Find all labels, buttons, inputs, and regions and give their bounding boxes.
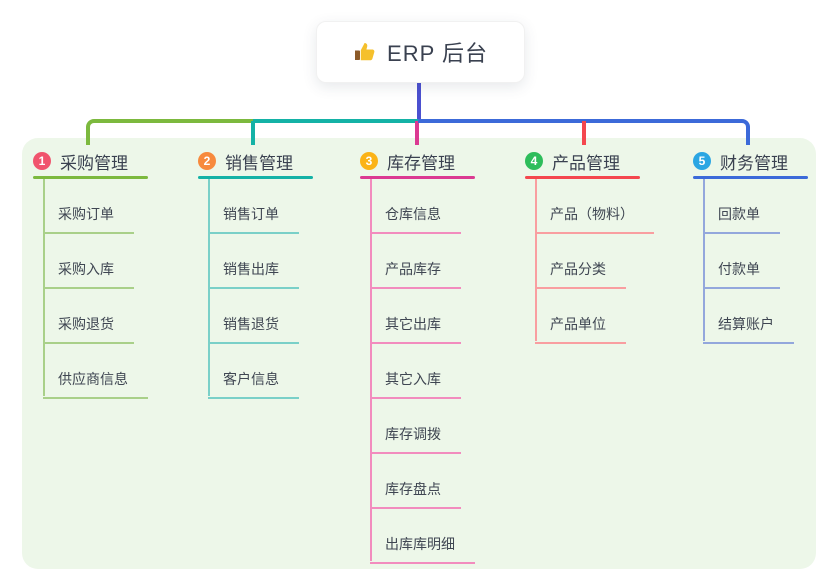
branch-product: 4 产品管理 产品（物料） 产品分类 产品单位 (525, 149, 654, 344)
child-node[interactable]: 产品库存 (370, 259, 461, 289)
branch-label: 产品管理 (552, 153, 620, 173)
branch-purchase-node[interactable]: 1 采购管理 (33, 149, 148, 173)
child-node[interactable]: 采购退货 (43, 314, 134, 344)
branch-label: 采购管理 (60, 153, 128, 173)
branch-finance-node[interactable]: 5 财务管理 (693, 149, 808, 173)
branch-inventory: 3 库存管理 仓库信息 产品库存 其它出库 其它入库 库存调拨 库存盘点 出库库… (360, 149, 475, 564)
child-node[interactable]: 库存调拨 (370, 424, 461, 454)
branch-number-badge: 4 (525, 152, 543, 170)
branch-children: 仓库信息 产品库存 其它出库 其它入库 库存调拨 库存盘点 出库库明细 (360, 179, 475, 564)
child-node[interactable]: 销售出库 (208, 259, 299, 289)
connector-bus-left-green (86, 119, 253, 145)
connector-drop-product (582, 121, 586, 145)
branch-underline (198, 176, 313, 179)
child-node[interactable]: 供应商信息 (43, 369, 148, 399)
child-node[interactable]: 销售订单 (208, 204, 299, 234)
branch-children: 回款单 付款单 结算账户 (693, 179, 808, 344)
child-node[interactable]: 采购入库 (43, 259, 134, 289)
connector-bus-teal (253, 119, 418, 123)
branch-inventory-node[interactable]: 3 库存管理 (360, 149, 475, 173)
child-node[interactable]: 销售退货 (208, 314, 299, 344)
branch-finance: 5 财务管理 回款单 付款单 结算账户 (693, 149, 808, 344)
child-node[interactable]: 库存盘点 (370, 479, 461, 509)
branch-trunk-line (535, 179, 537, 341)
branch-children: 采购订单 采购入库 采购退货 供应商信息 (33, 179, 148, 399)
child-node[interactable]: 产品单位 (535, 314, 626, 344)
child-node[interactable]: 付款单 (703, 259, 780, 289)
branch-number-badge: 2 (198, 152, 216, 170)
child-node[interactable]: 出库库明细 (370, 534, 475, 564)
branch-underline (525, 176, 640, 179)
branch-underline (693, 176, 808, 179)
connector-drop-sales (251, 121, 255, 145)
branch-trunk-line (703, 179, 705, 341)
child-node[interactable]: 采购订单 (43, 204, 134, 234)
root-node[interactable]: ERP 后台 (316, 21, 525, 83)
branch-sales: 2 销售管理 销售订单 销售出库 销售退货 客户信息 (198, 149, 313, 399)
branch-trunk-line (370, 179, 372, 561)
branch-sales-node[interactable]: 2 销售管理 (198, 149, 313, 173)
branch-number-badge: 5 (693, 152, 711, 170)
child-node[interactable]: 客户信息 (208, 369, 299, 399)
branch-trunk-line (43, 179, 45, 396)
connector-drop-inventory (415, 121, 419, 145)
branch-number-badge: 1 (33, 152, 51, 170)
branch-label: 库存管理 (387, 153, 455, 173)
child-node[interactable]: 产品（物料） (535, 204, 654, 234)
branch-children: 产品（物料） 产品分类 产品单位 (525, 179, 654, 344)
branch-trunk-line (208, 179, 210, 396)
thumbs-up-icon (353, 40, 377, 64)
child-node[interactable]: 结算账户 (703, 314, 794, 344)
connector-root-vertical (417, 80, 421, 121)
child-node[interactable]: 回款单 (703, 204, 780, 234)
branch-purchase: 1 采购管理 采购订单 采购入库 采购退货 供应商信息 (33, 149, 148, 399)
child-node[interactable]: 其它入库 (370, 369, 461, 399)
branch-children: 销售订单 销售出库 销售退货 客户信息 (198, 179, 313, 399)
child-node[interactable]: 产品分类 (535, 259, 626, 289)
branch-label: 财务管理 (720, 153, 788, 173)
branch-product-node[interactable]: 4 产品管理 (525, 149, 654, 173)
child-node[interactable]: 其它出库 (370, 314, 461, 344)
branch-number-badge: 3 (360, 152, 378, 170)
branch-underline (33, 176, 148, 179)
branch-underline (360, 176, 475, 179)
mindmap-panel (22, 138, 816, 569)
child-node[interactable]: 仓库信息 (370, 204, 461, 234)
root-title: ERP 后台 (387, 41, 488, 66)
branch-label: 销售管理 (225, 153, 293, 173)
